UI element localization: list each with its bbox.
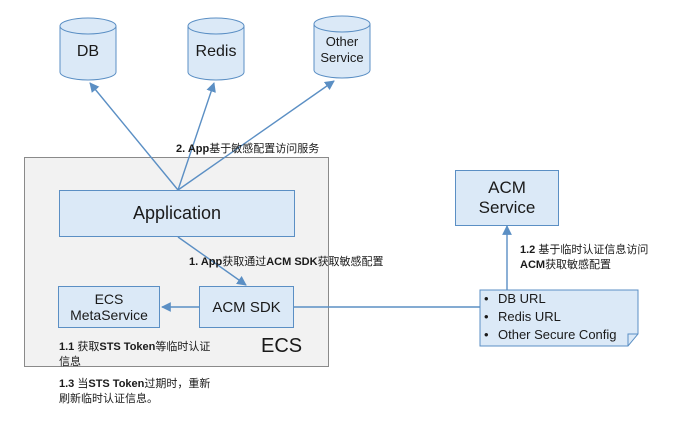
arrow-app-to-redis xyxy=(177,82,216,191)
config-item: Redis URL xyxy=(484,308,634,326)
step1-1-line2: 信息 xyxy=(59,356,81,368)
acm-service-box: ACM Service xyxy=(455,170,559,226)
step1-annotation: 1. App获取通过ACM SDK获取敏感配置 xyxy=(189,255,384,270)
config-item: DB URL xyxy=(484,290,634,308)
ecs-metaservice-box: ECS MetaService xyxy=(58,286,160,328)
config-list: DB URL Redis URL Other Secure Config xyxy=(484,290,634,344)
step1-3-text1: 当 xyxy=(77,378,89,390)
application-box: Application xyxy=(59,190,295,237)
step1-3-prefix: 1.3 xyxy=(59,378,78,390)
config-item: Other Secure Config xyxy=(484,326,634,344)
arrow-app-to-db xyxy=(89,82,179,191)
step1-1-prefix: 1.1 xyxy=(59,341,78,353)
step1-3-text2: 过期时，重新 xyxy=(144,378,211,390)
redis-cylinder xyxy=(187,17,245,81)
other-service-cylinder xyxy=(313,15,371,79)
step1-1-text2: 等临时认证 xyxy=(155,341,211,353)
step2-annotation: 2. App基于敏感配置访问服务 xyxy=(176,142,319,157)
step1-2-prefix: 1.2 xyxy=(520,244,539,256)
step1-2-annotation: 1.2 基于临时认证信息访问 ACM获取敏感配置 xyxy=(520,243,648,273)
step1-3-bold: STS Token xyxy=(88,378,145,390)
step1-1-text1: 获取 xyxy=(77,341,100,353)
step1-bold: ACM SDK xyxy=(266,256,318,268)
step1-1-annotation: 1.1 获取STS Token等临时认证 信息 xyxy=(59,340,210,370)
ecs-metaservice-label: ECS MetaService xyxy=(70,291,148,323)
db-label: DB xyxy=(76,43,100,60)
acm-sdk-label: ACM SDK xyxy=(212,298,281,316)
other-service-label: Other Service xyxy=(320,34,364,65)
acm-service-label: ACM Service xyxy=(478,178,536,217)
acm-sdk-box: ACM SDK xyxy=(199,286,294,328)
step1-prefix: 1. App xyxy=(189,256,223,268)
step2-prefix: 2. App xyxy=(176,143,210,155)
step1-3-line2: 刷新临时认证信息。 xyxy=(59,393,158,405)
step1-2-text2: 获取敏感配置 xyxy=(545,259,612,271)
step1-2-bold: ACM xyxy=(520,259,546,271)
db-cylinder xyxy=(59,17,117,81)
step1-text2: 获取敏感配置 xyxy=(317,256,384,268)
step2-text: 基于敏感配置访问服务 xyxy=(209,143,320,155)
step1-3-annotation: 1.3 当STS Token过期时，重新 刷新临时认证信息。 xyxy=(59,377,210,407)
arrow-app-to-other-service xyxy=(177,80,335,191)
step1-1-bold: STS Token xyxy=(99,341,156,353)
step1-text1: 获取通过 xyxy=(222,256,267,268)
application-label: Application xyxy=(132,203,222,223)
arrow-app-to-acm-sdk xyxy=(177,236,247,286)
step1-2-text1: 基于临时认证信息访问 xyxy=(538,244,649,256)
redis-label: Redis xyxy=(195,43,237,60)
ecs-label: ECS xyxy=(261,335,303,357)
